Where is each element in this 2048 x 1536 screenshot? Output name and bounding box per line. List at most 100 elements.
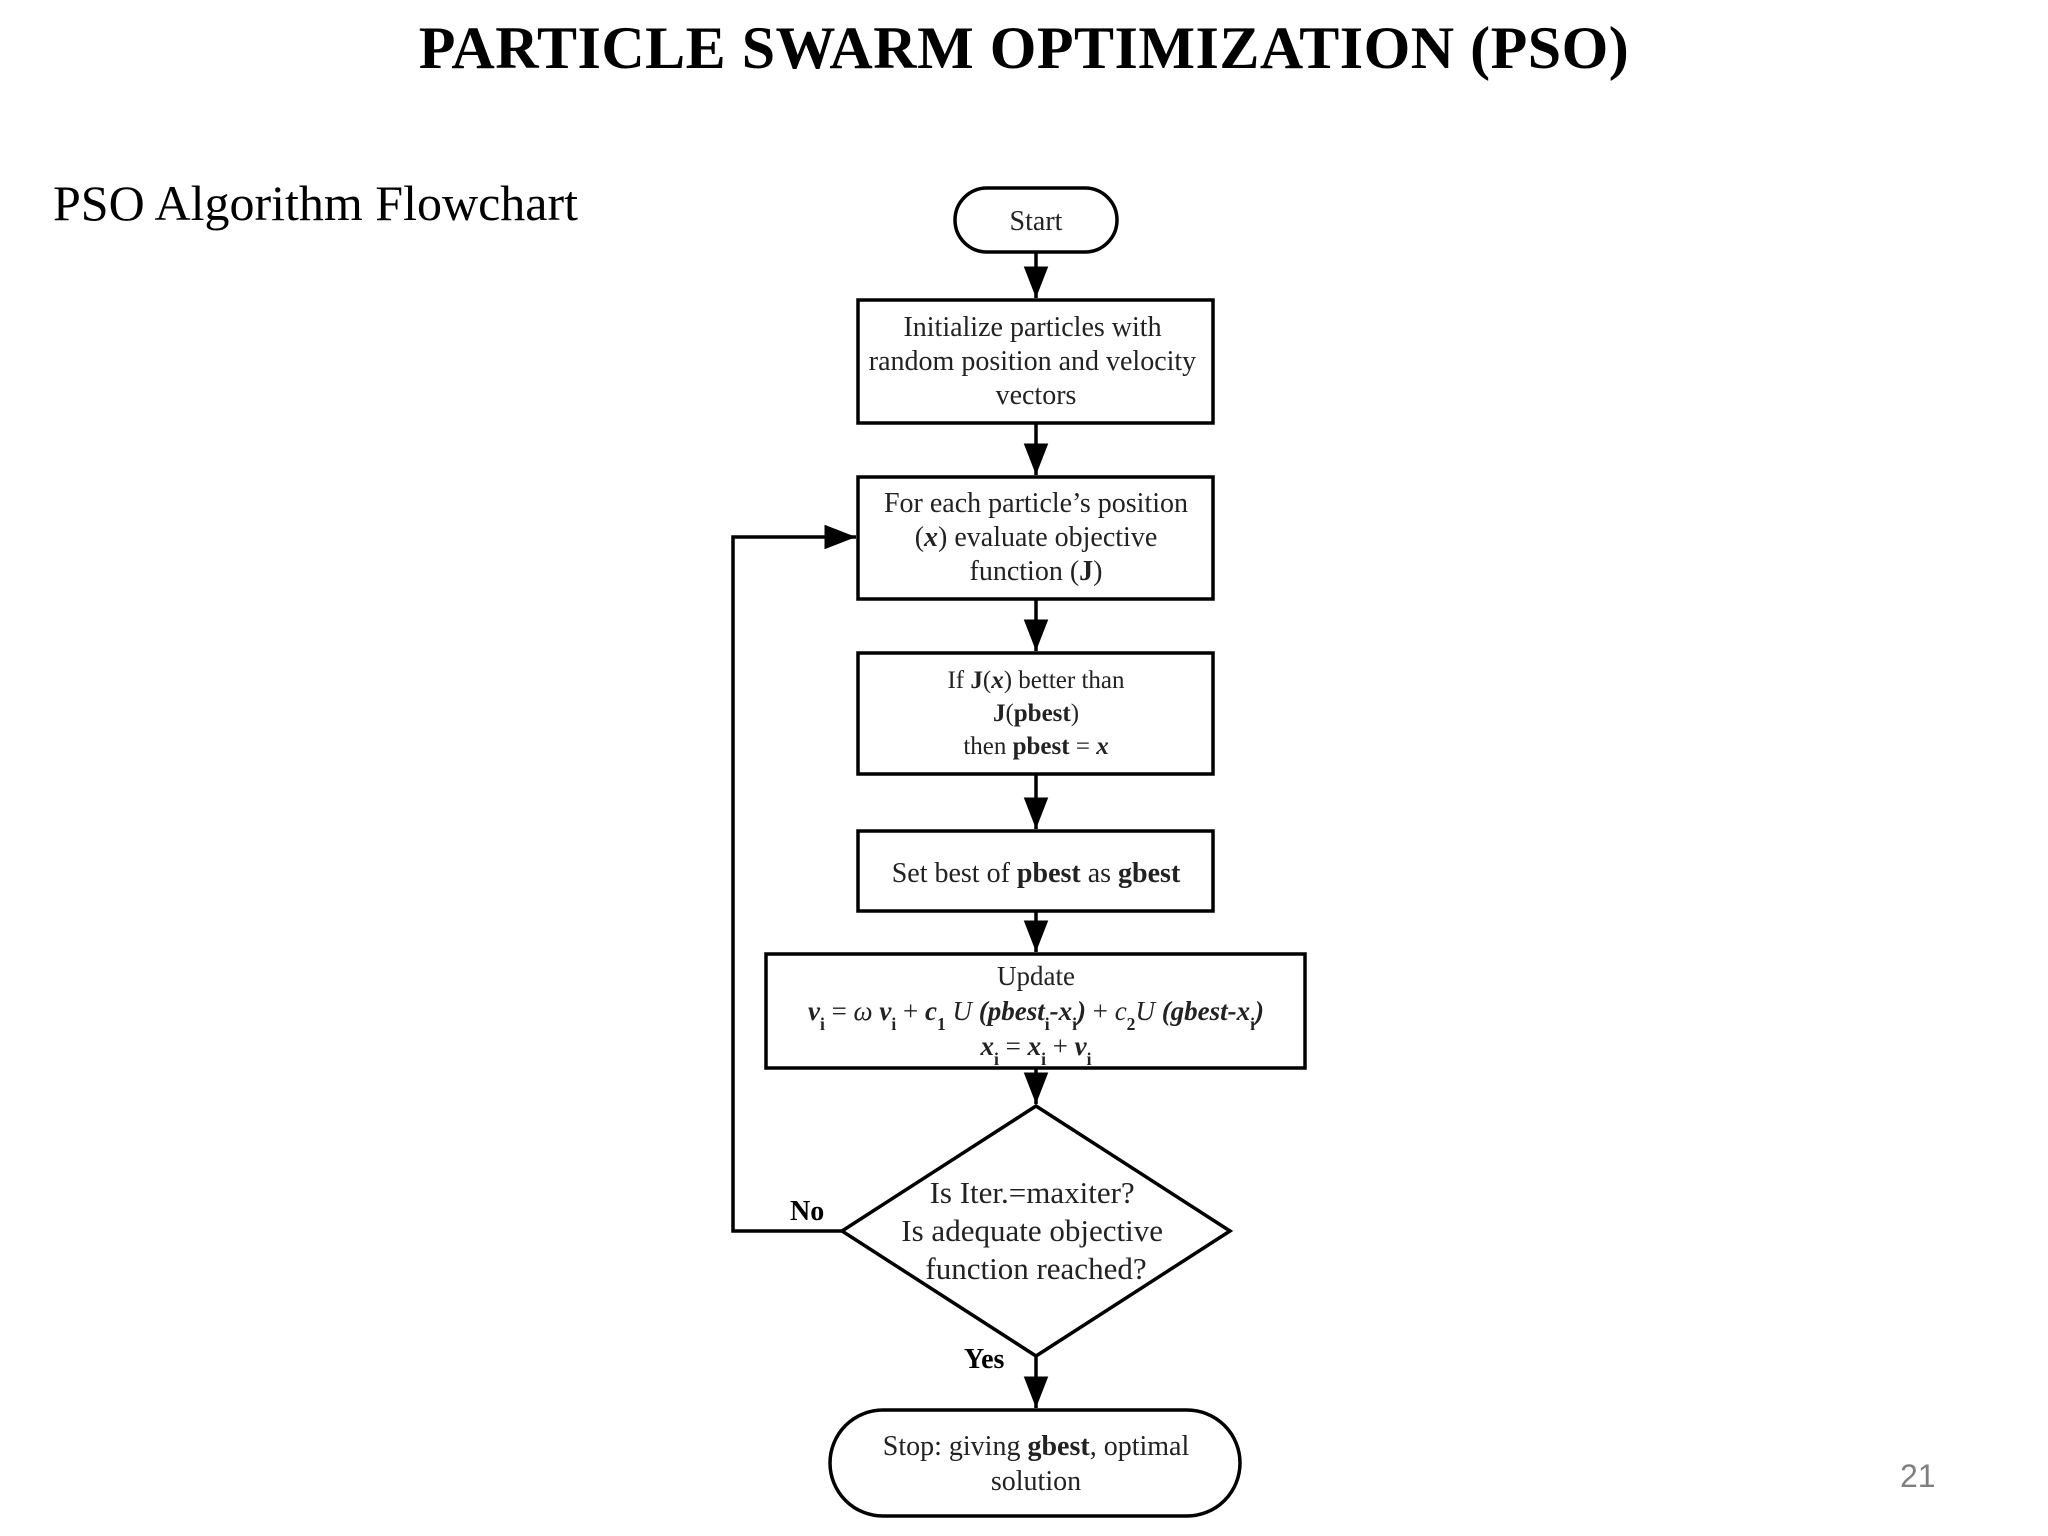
text-line: Stop: giving gbest, optimal <box>883 1431 1190 1462</box>
text-run: v <box>873 996 893 1026</box>
initialize-line: Initialize particles with <box>903 312 1161 343</box>
initialize-line: random position and velocity <box>869 346 1196 377</box>
text-line: function (J) <box>970 556 1103 587</box>
text-line: J(pbest) <box>993 700 1079 727</box>
text-run: i <box>891 1014 896 1034</box>
text-run: gbest <box>1027 1431 1090 1462</box>
stop-text: Stop: giving gbest, optimal solution <box>883 1431 1190 1497</box>
text-run: x <box>1095 733 1109 760</box>
text-run: v <box>808 996 821 1026</box>
text-run: + <box>1046 1031 1075 1061</box>
start-label: Start <box>1010 206 1063 237</box>
text-run: i <box>820 1014 825 1034</box>
text-run: ( <box>915 522 924 553</box>
text-run: ) <box>1071 700 1079 727</box>
text-run: i <box>994 1049 999 1069</box>
text-line: If J(x) better than <box>947 667 1125 694</box>
text-run: gbest <box>1118 858 1181 889</box>
text-run: x <box>979 1031 994 1061</box>
text-run: For each particle’s position <box>884 488 1188 519</box>
page-number: 21 <box>1900 1458 1936 1494</box>
arrow-no-loop-back <box>731 524 856 1233</box>
text-run: pbest <box>1014 700 1072 727</box>
text-run: x <box>1027 1031 1042 1061</box>
text-run: x <box>923 522 938 553</box>
text-run: ) <box>1074 996 1086 1026</box>
evaluate-text: For each particle’s position(x) evaluate… <box>884 488 1188 587</box>
text-run: = <box>1070 733 1097 760</box>
text-line: Update <box>997 961 1075 991</box>
decision-line: Is adequate objective <box>901 1213 1163 1248</box>
no-label: No <box>790 1196 824 1227</box>
text-run: 2 <box>1127 1014 1136 1034</box>
text-run: (gbest-x <box>1155 996 1250 1026</box>
text-run: ( <box>1005 700 1013 727</box>
text-run: If <box>947 667 970 694</box>
text-run: J <box>970 667 983 694</box>
text-run: J <box>1079 556 1093 587</box>
slide-subtitle: PSO Algorithm Flowchart <box>53 175 579 231</box>
text-run: 1 <box>937 1014 946 1034</box>
decision-line: Is Iter.=maxiter? <box>930 1175 1135 1210</box>
text-run: i <box>1087 1049 1092 1069</box>
text-run: c <box>1115 996 1127 1026</box>
text-run: ω <box>854 996 873 1026</box>
text-run: U <box>1135 996 1156 1026</box>
text-run: solution <box>991 1466 1081 1497</box>
text-run: = <box>999 1031 1028 1061</box>
text-line: vi = ω vi + c1 U (pbesti-xi) + c2U (gbes… <box>808 996 1264 1034</box>
decision-text: Is Iter.=maxiter? Is adequate objective … <box>901 1175 1170 1286</box>
text-run: U <box>946 996 974 1026</box>
slide-title: PARTICLE SWARM OPTIMIZATION (PSO) <box>418 15 1630 81</box>
text-run: pbest <box>1017 858 1081 889</box>
text-run: Stop: giving <box>883 1431 1028 1462</box>
text-run: = <box>825 996 854 1026</box>
text-line: For each particle’s position <box>884 488 1188 519</box>
start-terminal: Start <box>953 186 1119 254</box>
text-run: i <box>1045 1014 1050 1034</box>
text-run: Set best of <box>892 858 1017 889</box>
text-run: ) better than <box>1004 667 1125 694</box>
yes-label: Yes <box>964 1344 1005 1375</box>
text-run: x <box>990 667 1004 694</box>
evaluate-box: For each particle’s position(x) evaluate… <box>856 475 1215 601</box>
text-run: ( <box>983 667 991 694</box>
text-line: then pbest = x <box>963 733 1108 760</box>
text-run: function ( <box>970 556 1080 587</box>
text-run: pbest <box>1013 733 1071 760</box>
decision-diamond: Is Iter.=maxiter? Is adequate objective … <box>838 1103 1234 1359</box>
text-run: + <box>1086 996 1115 1026</box>
stop-terminal: Stop: giving gbest, optimal solution <box>828 1408 1242 1518</box>
text-run: v <box>1075 1031 1088 1061</box>
text-run: J <box>993 700 1006 727</box>
initialize-line: vectors <box>996 380 1077 411</box>
text-run: ) evaluate objective <box>938 522 1157 553</box>
gbest-box: Set best of pbest as gbest <box>856 829 1215 913</box>
text-run: i <box>1250 1014 1255 1034</box>
text-run: -x <box>1050 996 1073 1026</box>
text-run: ) <box>1252 996 1264 1026</box>
initialize-text: Initialize particles with random positio… <box>869 312 1203 411</box>
text-line: xi = xi + vi <box>979 1031 1091 1069</box>
text-run: + <box>896 996 925 1026</box>
text-line: Set best of pbest as gbest <box>892 858 1181 889</box>
text-run: i <box>1072 1014 1077 1034</box>
decision-line: function reached? <box>925 1251 1146 1286</box>
initialize-box: Initialize particles with random positio… <box>856 298 1215 425</box>
text-run: , optimal <box>1090 1431 1190 1462</box>
text-line: solution <box>991 1466 1081 1497</box>
text-run: as <box>1081 858 1118 889</box>
text-run: then <box>963 733 1012 760</box>
text-run: i <box>1041 1049 1046 1069</box>
text-run: c <box>925 996 937 1026</box>
text-run: Update <box>997 961 1075 991</box>
text-line: (x) evaluate objective <box>915 522 1158 553</box>
gbest-text: Set best of pbest as gbest <box>892 858 1181 889</box>
text-run: (pbest <box>972 996 1046 1026</box>
text-run: ) <box>1093 556 1102 587</box>
